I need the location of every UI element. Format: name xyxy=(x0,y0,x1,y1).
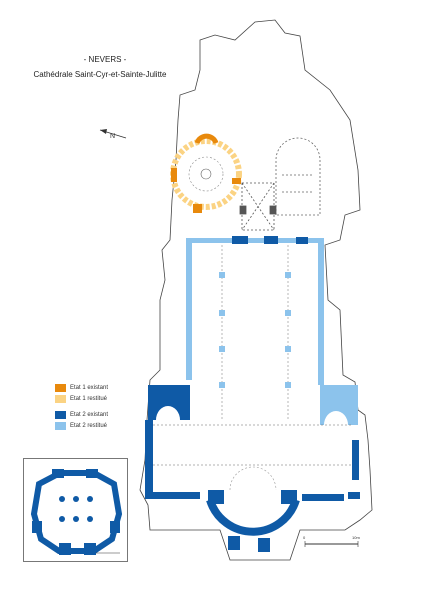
legend-label: Etat 1 restitué xyxy=(70,395,108,402)
scale-start: 0 xyxy=(303,535,306,540)
nave-state2 xyxy=(186,236,324,420)
legend-item: Etat 1 existant xyxy=(55,382,108,393)
legend-swatch xyxy=(55,383,66,392)
plan-cathedral-title: Cathédrale Saint-Cyr-et-Sainte-Julitte xyxy=(33,70,167,79)
legend-label: Etat 2 restitué xyxy=(70,422,108,429)
building-outline xyxy=(139,19,373,561)
legend-swatch xyxy=(55,421,66,430)
legend-item: Etat 1 restitué xyxy=(55,393,108,404)
legend-item: Etat 2 existant xyxy=(55,409,108,420)
legend-item: Etat 2 restitué xyxy=(55,420,108,431)
plan-city-title: - NEVERS - xyxy=(83,55,127,64)
rotunda-state1 xyxy=(170,133,242,213)
scale-bar xyxy=(304,541,359,547)
legend-swatch xyxy=(55,410,66,419)
north-arrow-icon xyxy=(99,129,127,139)
legend-label: Etat 1 existant xyxy=(70,384,109,391)
legend-label: Etat 2 existant xyxy=(70,411,109,418)
scale-end: 10m xyxy=(352,535,360,540)
west-apse xyxy=(206,466,300,552)
crypt-inset-plan xyxy=(23,458,128,562)
legend-swatch xyxy=(55,394,66,403)
north-label: N xyxy=(110,133,115,140)
plan-legend: Etat 1 existant Etat 1 restitué Etat 2 e… xyxy=(55,382,108,431)
right-annex xyxy=(275,137,321,216)
crossing-tower xyxy=(239,182,277,231)
crypt-inset-svg xyxy=(30,469,123,555)
transept-state2 xyxy=(145,385,360,501)
